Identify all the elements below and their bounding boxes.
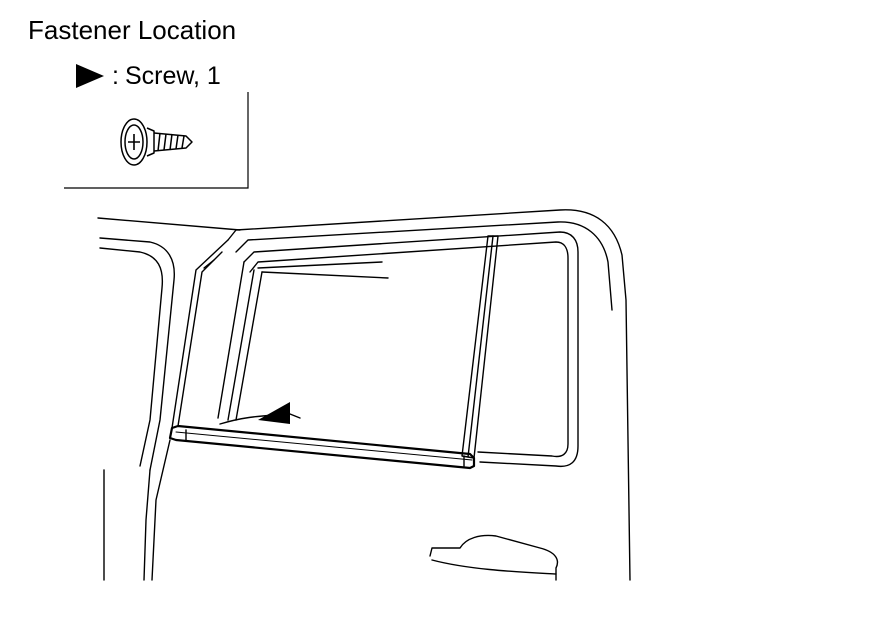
screw-icon bbox=[120, 118, 193, 166]
screw-location-marker bbox=[258, 402, 290, 424]
door-outline bbox=[97, 209, 631, 581]
legend-entry: : Screw, 1 bbox=[76, 60, 221, 92]
legend-separator: : bbox=[112, 62, 119, 90]
solid-triangle-marker-icon bbox=[258, 402, 290, 424]
fastener-callout-box bbox=[64, 92, 249, 189]
page-title: Fastener Location bbox=[28, 15, 237, 45]
legend-label: Screw, 1 bbox=[124, 62, 221, 90]
solid-triangle-marker-icon bbox=[76, 64, 104, 88]
